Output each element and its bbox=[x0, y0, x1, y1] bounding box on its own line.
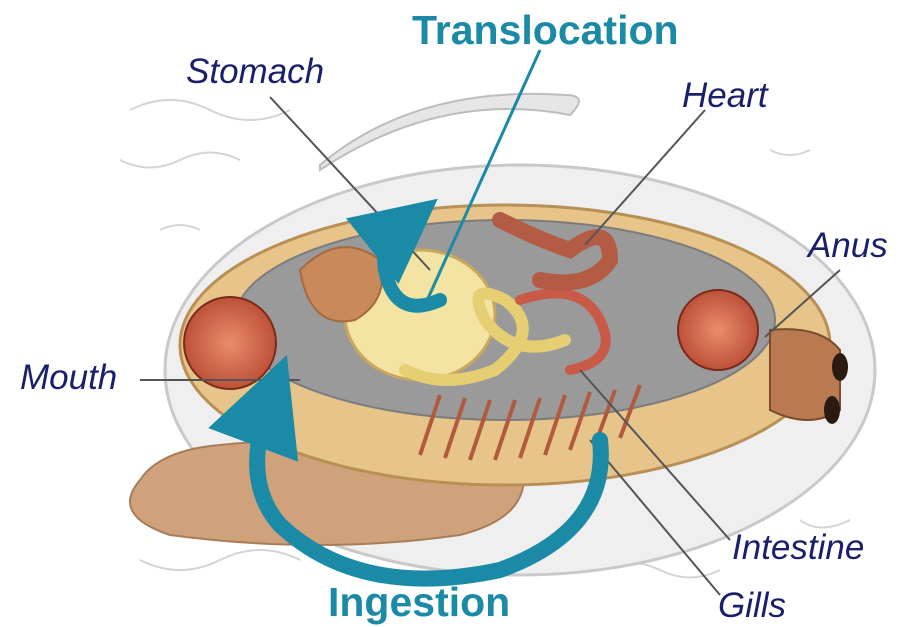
anterior-adductor bbox=[184, 297, 276, 389]
anus-label: Anus bbox=[808, 228, 888, 263]
intestine-label: Intestine bbox=[732, 530, 864, 565]
ingestion-label: Ingestion bbox=[328, 582, 510, 623]
hinge-ligament bbox=[320, 94, 579, 170]
posterior-adductor bbox=[678, 290, 758, 370]
stomach-label: Stomach bbox=[186, 54, 324, 89]
heart-label: Heart bbox=[682, 78, 768, 113]
translocation-label: Translocation bbox=[412, 10, 679, 51]
siphon-opening-upper bbox=[832, 353, 848, 381]
siphon-opening-lower bbox=[824, 396, 840, 424]
gills-label: Gills bbox=[718, 588, 786, 623]
mouth-label: Mouth bbox=[20, 360, 117, 395]
